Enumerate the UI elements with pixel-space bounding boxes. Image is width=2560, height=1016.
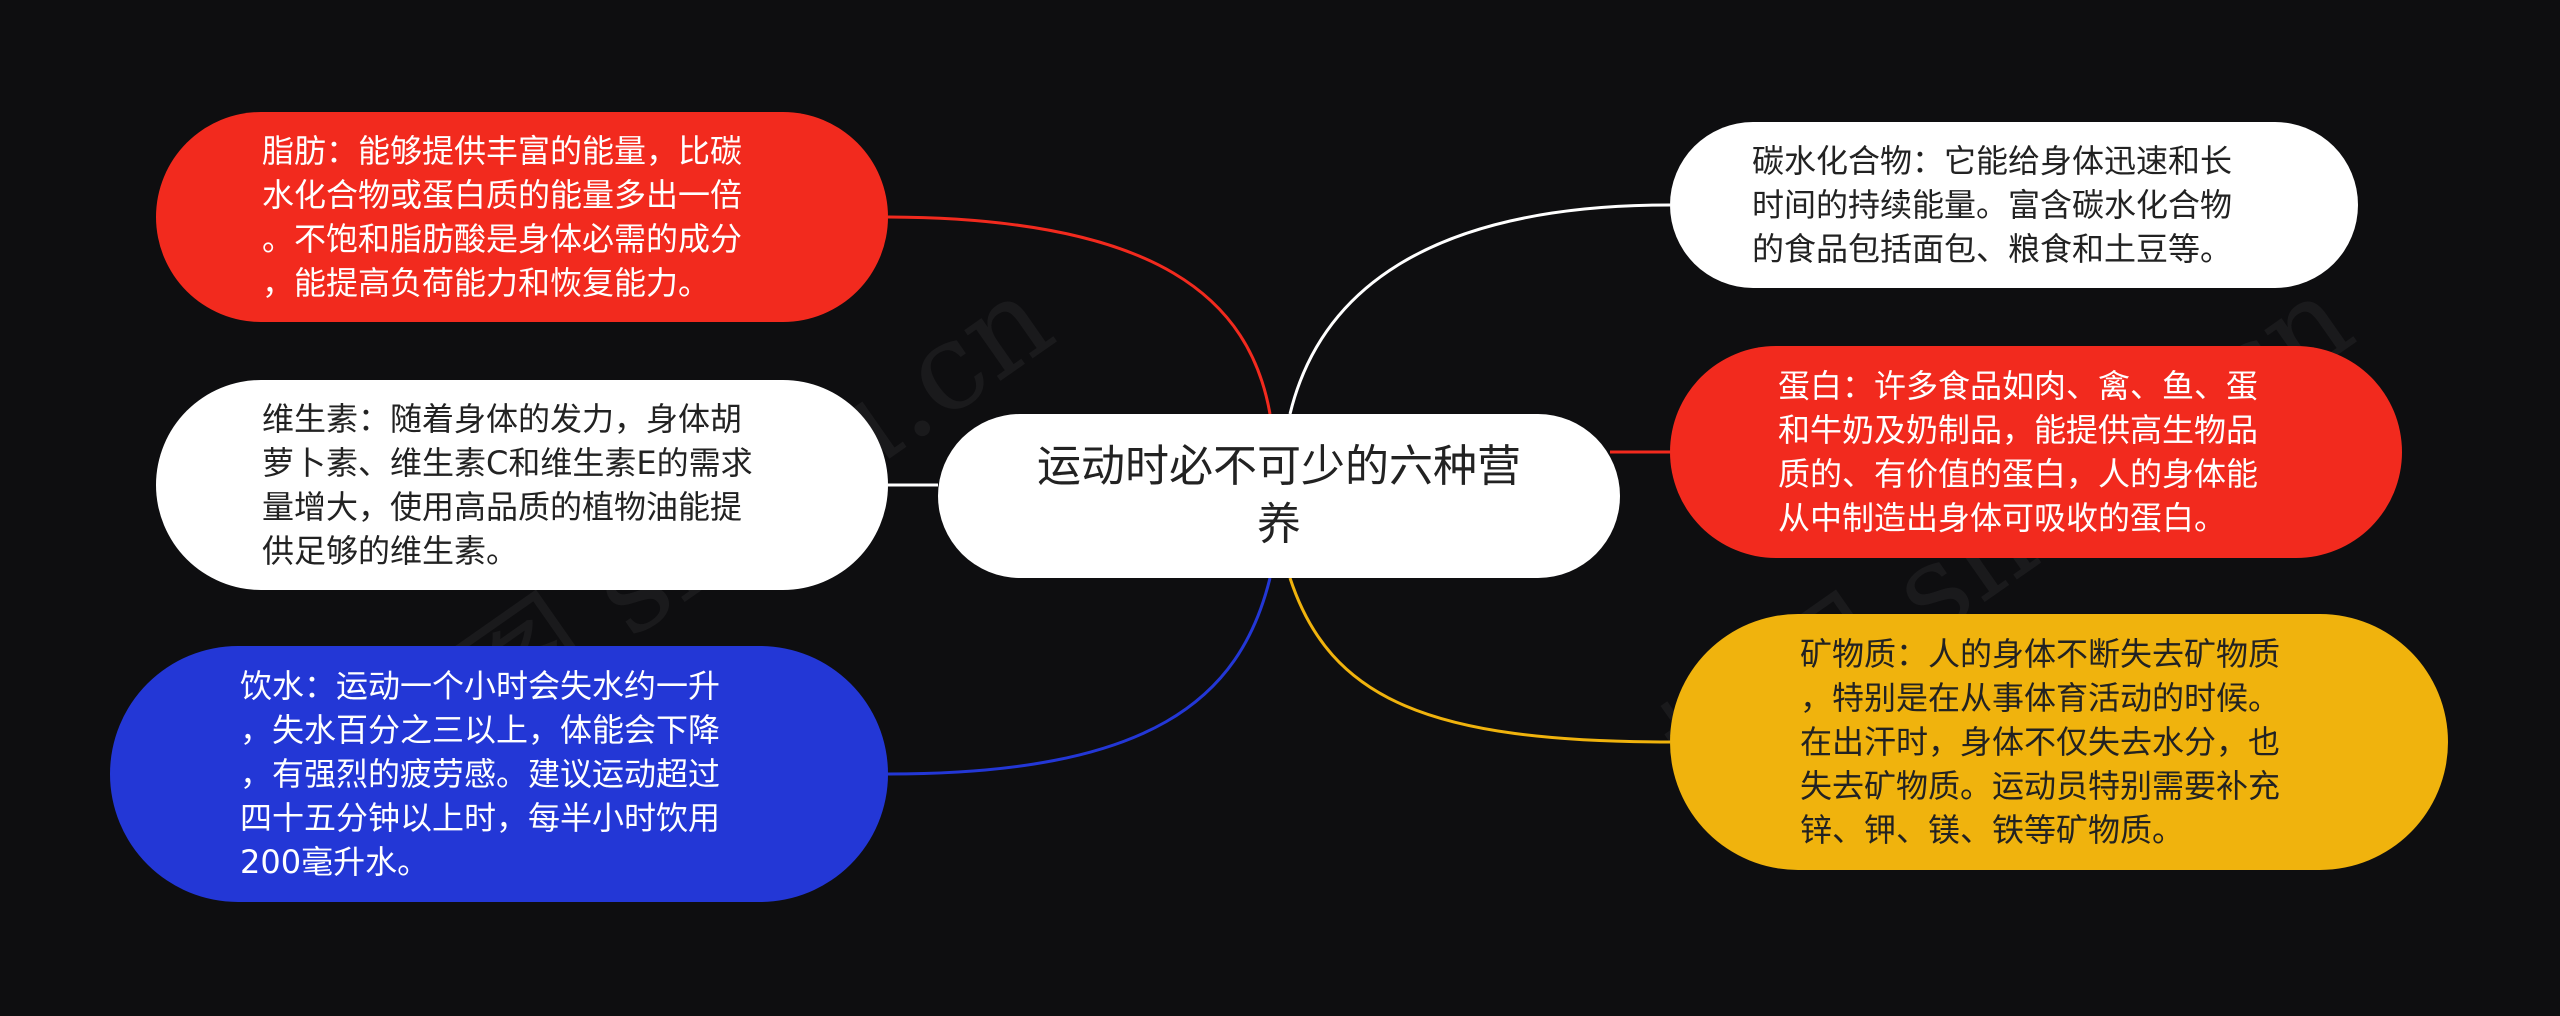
branch-line: 维生素：随着身体的发力，身体胡 <box>262 400 743 438</box>
branch-line: 和牛奶及奶制品，能提供高生物品 <box>1778 411 2259 449</box>
branch-line: 锌、钾、镁、铁等矿物质。 <box>1800 811 2185 849</box>
branch-line: 饮水：运动一个小时会失水约一升 <box>240 667 721 705</box>
branch-line: 的食品包括面包、粮食和土豆等。 <box>1752 230 2233 268</box>
branch-text-fat: 脂肪：能够提供丰富的能量，比碳 水化合物或蛋白质的能量多出一倍 。不饱和脂肪酸是… <box>262 129 742 305</box>
branch-node-fat[interactable]: 脂肪：能够提供丰富的能量，比碳 水化合物或蛋白质的能量多出一倍 。不饱和脂肪酸是… <box>156 112 888 322</box>
branch-line: 量增大，使用高品质的植物油能提 <box>262 488 743 526</box>
branch-line: ，特别是在从事体育活动的时候。 <box>1800 679 2281 717</box>
branch-line: ，能提高负荷能力和恢复能力。 <box>262 264 711 302</box>
branch-line: 水化合物或蛋白质的能量多出一倍 <box>262 176 743 214</box>
central-topic-line: 运动时必不可少的六种营 <box>1037 441 1521 492</box>
branch-node-mineral[interactable]: 矿物质：人的身体不断失去矿物质 ，特别是在从事体育活动的时候。 在出汗时，身体不… <box>1670 614 2448 870</box>
branch-line: 蛋白：许多食品如肉、禽、鱼、蛋 <box>1778 367 2259 405</box>
branch-node-carbohydrate[interactable]: 碳水化合物：它能给身体迅速和长 时间的持续能量。富含碳水化合物 的食品包括面包、… <box>1670 122 2358 288</box>
branch-line: 在出汗时，身体不仅失去水分，也 <box>1800 723 2281 761</box>
branch-node-protein[interactable]: 蛋白：许多食品如肉、禽、鱼、蛋 和牛奶及奶制品，能提供高生物品 质的、有价值的蛋… <box>1670 346 2402 558</box>
branch-line: 时间的持续能量。富含碳水化合物 <box>1752 186 2233 224</box>
branch-node-vitamin[interactable]: 维生素：随着身体的发力，身体胡 萝卜素、维生素C和维生素E的需求 量增大，使用高… <box>156 380 888 590</box>
branch-line: 200毫升水。 <box>240 843 430 881</box>
branch-line: 。不饱和脂肪酸是身体必需的成分 <box>262 220 743 258</box>
connector-water <box>887 577 1272 776</box>
branch-line: ，失水百分之三以上，体能会下降 <box>240 711 721 749</box>
branch-text-carbohydrate: 碳水化合物：它能给身体迅速和长 时间的持续能量。富含碳水化合物 的食品包括面包、… <box>1752 139 2232 271</box>
branch-line: 萝卜素、维生素C和维生素E的需求 <box>262 444 753 482</box>
branch-text-water: 饮水：运动一个小时会失水约一升 ，失水百分之三以上，体能会下降 ，有强烈的疲劳感… <box>240 664 720 884</box>
branch-line: 脂肪：能够提供丰富的能量，比碳 <box>262 132 743 170</box>
branch-text-protein: 蛋白：许多食品如肉、禽、鱼、蛋 和牛奶及奶制品，能提供高生物品 质的、有价值的蛋… <box>1778 364 2258 540</box>
branch-line: 碳水化合物：它能给身体迅速和长 <box>1752 142 2233 180</box>
connector-mineral <box>1288 577 1671 744</box>
branch-line: 四十五分钟以上时，每半小时饮用 <box>240 799 721 837</box>
central-topic-text: 运动时必不可少的六种营 养 <box>1037 438 1521 554</box>
connector-carbohydrate <box>1288 203 1671 415</box>
branch-text-mineral: 矿物质：人的身体不断失去矿物质 ，特别是在从事体育活动的时候。 在出汗时，身体不… <box>1800 632 2280 852</box>
branch-line: 从中制造出身体可吸收的蛋白。 <box>1778 499 2227 537</box>
branch-line: 供足够的维生素。 <box>262 532 519 570</box>
branch-line: 质的、有价值的蛋白，人的身体能 <box>1778 455 2259 493</box>
branch-line: 失去矿物质。运动员特别需要补充 <box>1800 767 2281 805</box>
branch-text-vitamin: 维生素：随着身体的发力，身体胡 萝卜素、维生素C和维生素E的需求 量增大，使用高… <box>262 397 753 573</box>
central-topic-node[interactable]: 运动时必不可少的六种营 养 <box>938 414 1620 578</box>
connector-fat <box>887 215 1272 415</box>
branch-node-water[interactable]: 饮水：运动一个小时会失水约一升 ，失水百分之三以上，体能会下降 ，有强烈的疲劳感… <box>110 646 888 902</box>
central-topic-line: 养 <box>1257 499 1301 550</box>
branch-line: ，有强烈的疲劳感。建议运动超过 <box>240 755 721 793</box>
branch-line: 矿物质：人的身体不断失去矿物质 <box>1800 635 2281 673</box>
